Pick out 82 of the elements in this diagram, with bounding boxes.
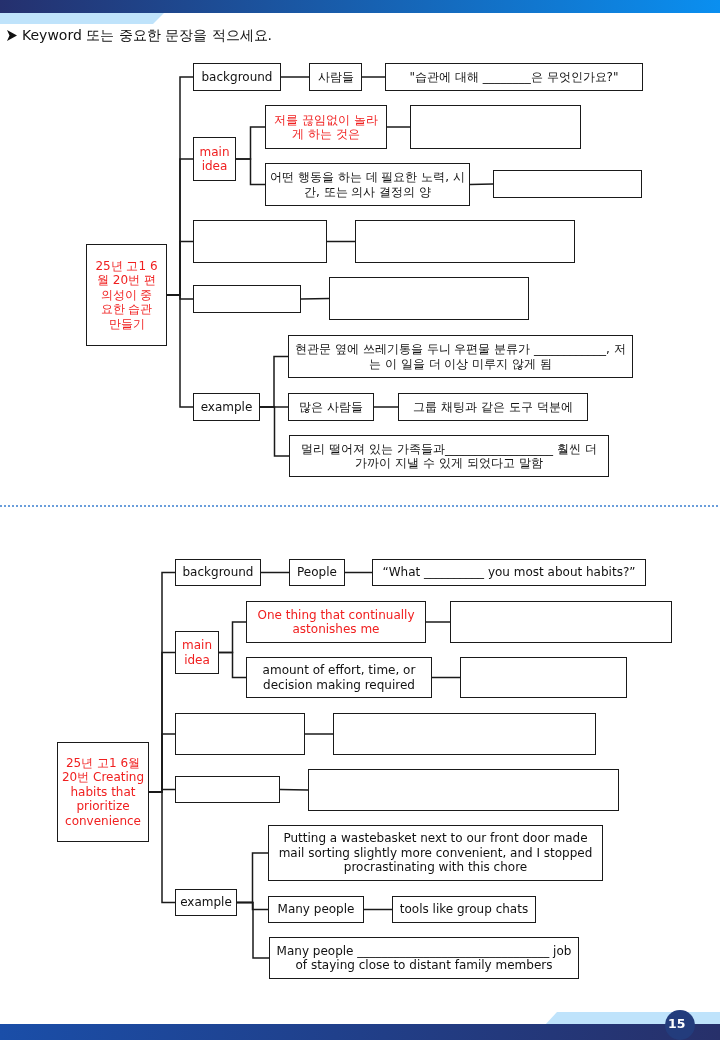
connector-line <box>236 901 270 959</box>
page-number: 15 <box>668 1016 686 1031</box>
answer-box <box>308 769 619 811</box>
node-text: amount of effort, time, or decision making required <box>261 663 417 692</box>
topic-box <box>86 244 167 346</box>
node-text: 멀리 떨어져 있는 가족들과__________________ 훨씬 더 가까이 지낼 수 있게 되었다고 말함 <box>300 441 598 471</box>
topic-box <box>392 896 536 923</box>
answer-box <box>193 220 327 263</box>
topic-box <box>175 559 261 586</box>
node-text: Many people <box>277 902 355 917</box>
connector-line <box>373 406 399 408</box>
connector-line <box>260 571 290 574</box>
connector-line <box>425 621 451 623</box>
node-text: Many people ________________________________ job of staying close to distant family members <box>275 943 573 973</box>
connector-line <box>469 183 494 186</box>
node-text: 현관문 옆에 쓰레기통을 두니 우편물 분류가 ____________, 저는 이 일을 더 이상 미루지 않게 됨 <box>294 342 627 371</box>
topic-box <box>372 559 646 586</box>
node-text: example <box>200 399 253 415</box>
connector-line <box>279 788 309 791</box>
answer-box <box>410 105 581 149</box>
node-text: background <box>182 565 254 580</box>
node-text: One thing that continually astonishes me <box>256 607 416 637</box>
connector-line <box>280 76 310 78</box>
node-text: example <box>180 895 232 910</box>
topic-box <box>289 435 609 477</box>
node-text: 사람들 <box>317 69 354 85</box>
answer-box <box>333 713 596 755</box>
node-text: 저를 끊임없이 놀라게 하는 것은 <box>273 112 379 142</box>
topic-box <box>288 393 374 421</box>
topic-box <box>246 657 432 698</box>
node-text: 어떤 행동을 하는 데 필요한 노력, 시간, 또는 의사 결정의 양 <box>270 170 465 199</box>
topic-box <box>193 137 236 181</box>
topic-box <box>289 559 345 586</box>
node-text: Putting a wastebasket next to our front door made mail sorting slightly more convenient, and I stopped procrastinating with this chore <box>277 831 594 875</box>
topic-box <box>385 63 643 91</box>
node-text: tools like group chats <box>399 902 529 917</box>
answer-box <box>329 277 529 320</box>
connector-line <box>363 908 393 911</box>
answer-box <box>175 776 280 803</box>
topic-box <box>268 896 364 923</box>
topic-box <box>175 889 237 916</box>
answer-box <box>460 657 627 698</box>
answer-box <box>355 220 575 263</box>
topic-box <box>288 335 633 378</box>
node-text: 많은 사람들 <box>299 399 363 415</box>
connector-line <box>304 733 334 735</box>
topic-box <box>269 937 579 979</box>
connector-line <box>259 406 290 457</box>
node-text: main idea <box>198 144 231 174</box>
node-text: 25년 고1 6월 20번 Creating habits that prioritize convenience <box>60 756 146 828</box>
connector-line <box>344 571 373 574</box>
node-text: background <box>201 69 273 85</box>
topic-box <box>265 105 387 149</box>
connector-line <box>431 676 461 679</box>
answer-box <box>493 170 642 198</box>
topic-box <box>175 631 219 674</box>
topic-box <box>193 393 260 421</box>
node-text: 25년 고1 6월 20번 편의성이 중요한 습관 만들기 <box>95 259 158 331</box>
topic-box <box>398 393 588 421</box>
connector-line <box>326 240 356 243</box>
topic-box <box>309 63 362 91</box>
answer-box <box>450 601 672 643</box>
topic-box <box>265 163 470 206</box>
topic-box <box>268 825 603 881</box>
connector-line <box>386 126 411 128</box>
node-text: "습관에 대해 ________은 무엇인가요?" <box>409 69 619 85</box>
node-text: 그룹 채팅과 같은 도구 덕분에 <box>413 399 573 415</box>
connector-line <box>361 76 386 78</box>
node-text: People <box>297 565 337 580</box>
answer-box <box>175 713 305 755</box>
answer-box <box>193 285 301 313</box>
instruction-text: Keyword 또는 중요한 문장을 적으세요. <box>22 27 273 45</box>
node-text: “What __________ you most about habits?” <box>382 565 636 580</box>
connector-line <box>235 158 266 186</box>
connector-line <box>218 651 247 679</box>
node-text: main idea <box>181 638 213 667</box>
connector-line <box>166 294 194 408</box>
topic-box <box>57 742 149 842</box>
connector-line <box>300 297 330 300</box>
topic-box <box>193 63 281 91</box>
connector-line <box>148 791 176 904</box>
topic-box <box>246 601 426 643</box>
